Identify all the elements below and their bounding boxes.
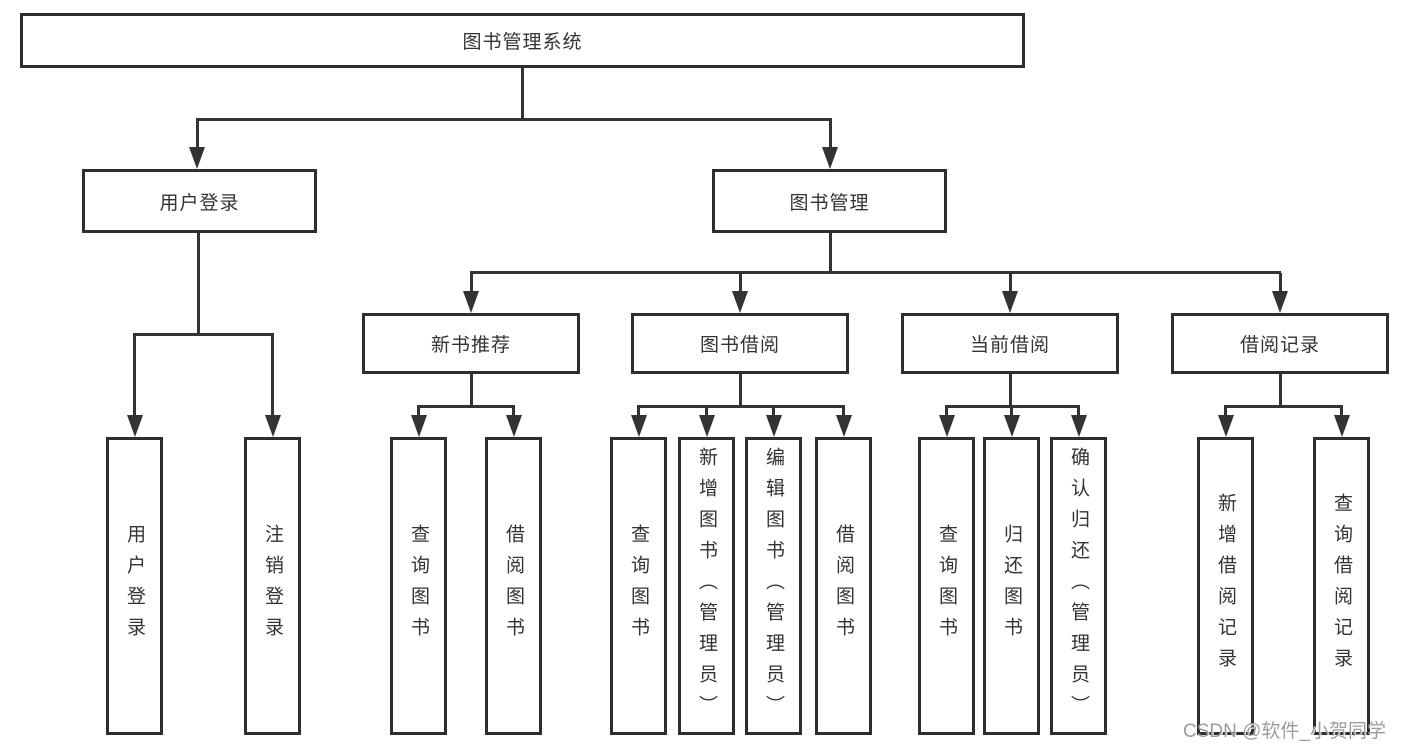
node-new-book-recommendation: 新书推荐	[362, 313, 580, 374]
leaf-query-books-current: 查询图书	[918, 437, 975, 735]
leaf-query-borrow-record: 查询借阅记录	[1313, 437, 1370, 735]
connector-segment	[829, 120, 832, 150]
leaf-query-books-borrowing: 查询图书	[610, 437, 667, 735]
arrow-down-icon	[1002, 291, 1018, 313]
connector-segment	[1010, 407, 1013, 419]
leaf-add-borrow-record: 新增借阅记录	[1197, 437, 1254, 735]
connector-segment	[705, 407, 708, 419]
connector-segment	[196, 118, 832, 121]
arrow-down-icon	[1071, 415, 1087, 437]
arrow-down-icon	[631, 415, 647, 437]
node-book-borrowing: 图书借阅	[631, 313, 849, 374]
connector-segment	[637, 405, 845, 408]
connector-segment	[1009, 374, 1012, 407]
arrow-down-icon	[1004, 415, 1020, 437]
arrow-down-icon	[127, 415, 143, 437]
arrow-down-icon	[1272, 291, 1288, 313]
arrow-down-icon	[411, 415, 427, 437]
leaf-add-book-admin: 新增图书（管理员）	[678, 437, 735, 735]
connector-segment	[637, 407, 640, 419]
connector-segment	[1279, 273, 1282, 293]
connector-segment	[1077, 407, 1080, 419]
arrow-down-icon	[189, 147, 205, 169]
node-current-borrowing: 当前借阅	[901, 313, 1119, 374]
leaf-user-login: 用户登录	[106, 437, 163, 735]
node-root: 图书管理系统	[20, 13, 1025, 68]
connector-segment	[945, 407, 948, 419]
arrow-down-icon	[265, 415, 281, 437]
leaf-edit-book-admin: 编辑图书（管理员）	[745, 437, 802, 735]
leaf-query-books-recommend: 查询图书	[390, 437, 447, 735]
connector-segment	[512, 407, 515, 419]
connector-segment	[1224, 407, 1227, 419]
connector-segment	[945, 405, 1080, 408]
connector-segment	[772, 407, 775, 419]
arrow-down-icon	[463, 291, 479, 313]
csdn-watermark: CSDN @软件_小贺同学	[1183, 721, 1386, 742]
arrow-down-icon	[939, 415, 955, 437]
connector-segment	[521, 68, 524, 121]
connector-segment	[133, 333, 274, 336]
connector-segment	[196, 120, 199, 150]
node-book-management: 图书管理	[712, 169, 947, 233]
arrow-down-icon	[699, 415, 715, 437]
connector-segment	[739, 374, 742, 407]
arrow-down-icon	[732, 291, 748, 313]
node-user-login: 用户登录	[82, 169, 317, 233]
leaf-return-books: 归还图书	[983, 437, 1040, 735]
arrow-down-icon	[822, 147, 838, 169]
arrow-down-icon	[506, 415, 522, 437]
leaf-borrow-books-borrowing: 借阅图书	[815, 437, 872, 735]
connector-segment	[133, 335, 136, 417]
connector-segment	[842, 407, 845, 419]
connector-segment	[1009, 273, 1012, 293]
connector-segment	[739, 273, 742, 293]
arrow-down-icon	[1334, 415, 1350, 437]
connector-segment	[197, 233, 200, 335]
connector-segment	[829, 233, 832, 273]
arrow-down-icon	[836, 415, 852, 437]
connector-segment	[470, 273, 473, 293]
connector-segment	[470, 271, 1281, 274]
connector-segment	[1224, 405, 1343, 408]
connector-segment	[1340, 407, 1343, 419]
connector-segment	[1279, 374, 1282, 407]
connector-segment	[417, 407, 420, 419]
arrow-down-icon	[766, 415, 782, 437]
leaf-logout: 注销登录	[244, 437, 301, 735]
arrow-down-icon	[1218, 415, 1234, 437]
leaf-confirm-return-admin: 确认归还（管理员）	[1050, 437, 1107, 735]
leaf-borrow-books-recommend: 借阅图书	[485, 437, 542, 735]
connector-segment	[470, 374, 473, 407]
connector-segment	[271, 335, 274, 417]
node-borrowing-records: 借阅记录	[1171, 313, 1389, 374]
connector-segment	[417, 405, 515, 408]
